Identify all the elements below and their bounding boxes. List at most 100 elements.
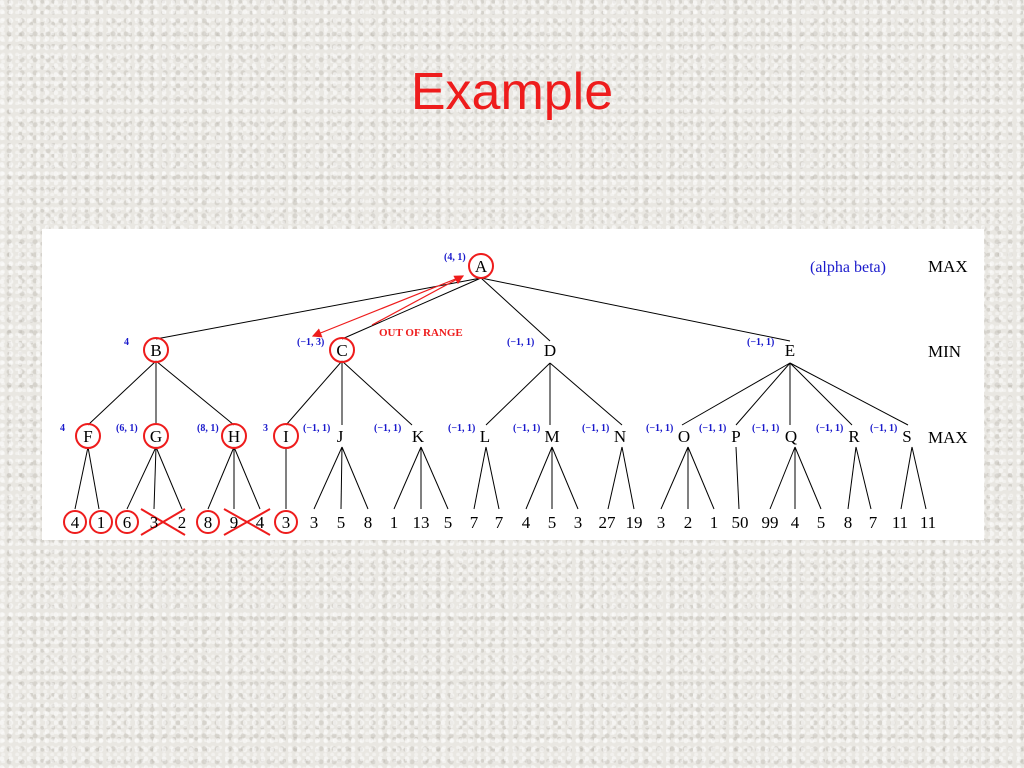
ab-b: 4 bbox=[124, 337, 129, 348]
node-j: J bbox=[337, 427, 344, 446]
edge-d-n bbox=[549, 362, 623, 426]
node-l: L bbox=[480, 427, 490, 446]
leaf-value: 19 bbox=[626, 513, 643, 532]
leaf-value: 4 bbox=[256, 513, 265, 532]
leaf-value: 4 bbox=[791, 513, 800, 532]
node-k: K bbox=[412, 427, 425, 446]
legend-alpha-beta: (alpha beta) bbox=[810, 259, 886, 276]
node-s: S bbox=[902, 427, 911, 446]
leaf-value: 5 bbox=[337, 513, 346, 532]
edge-d-l bbox=[485, 362, 551, 426]
leaf-value: 8 bbox=[844, 513, 853, 532]
edge-b-f bbox=[87, 360, 157, 426]
ab-m: (−1, 1) bbox=[513, 423, 540, 434]
leaf-value: 2 bbox=[684, 513, 693, 532]
ab-s: (−1, 1) bbox=[870, 423, 897, 434]
leaf-value: 7 bbox=[869, 513, 878, 532]
edge-c-k bbox=[341, 360, 413, 426]
ab-o: (−1, 1) bbox=[646, 423, 673, 434]
leaf-values: 4 1 6 3 2 8 9 4 3 3 5 8 1 13 5 7 7 4 5 3… bbox=[71, 513, 936, 532]
ab-n: (−1, 1) bbox=[582, 423, 609, 434]
leaf-value: 4 bbox=[71, 513, 80, 532]
node-e: E bbox=[785, 341, 795, 360]
pruned-cross-g bbox=[140, 508, 186, 536]
node-o: O bbox=[678, 427, 690, 446]
leaf-value: 4 bbox=[522, 513, 531, 532]
leaf-value: 27 bbox=[599, 513, 617, 532]
edge-e-s bbox=[789, 362, 909, 426]
ab-a: (4, 1) bbox=[444, 252, 466, 263]
node-r: R bbox=[848, 427, 860, 446]
explored-node-rings bbox=[63, 253, 494, 534]
ab-r: (−1, 1) bbox=[816, 423, 843, 434]
ab-h: (8, 1) bbox=[197, 423, 219, 434]
leaf-value: 50 bbox=[732, 513, 749, 532]
edge-a-e bbox=[480, 277, 791, 342]
leaf-value: 11 bbox=[892, 513, 908, 532]
leaf-value: 3 bbox=[310, 513, 319, 532]
leaf-value: 11 bbox=[920, 513, 936, 532]
ab-g: (6, 1) bbox=[116, 423, 138, 434]
leaf-value: 6 bbox=[123, 513, 132, 532]
ab-l: (−1, 1) bbox=[448, 423, 475, 434]
edge-a-d bbox=[480, 277, 551, 342]
leaf-value: 3 bbox=[150, 513, 159, 532]
ab-q: (−1, 1) bbox=[752, 423, 779, 434]
level-label-lower: MAX bbox=[928, 428, 968, 447]
node-g: G bbox=[150, 427, 162, 446]
leaf-value: 2 bbox=[178, 513, 187, 532]
node-q: Q bbox=[785, 427, 797, 446]
leaf-value: 7 bbox=[470, 513, 479, 532]
game-tree-diagram: OUT OF RANGE A B C D E F G H I J K L bbox=[60, 252, 968, 536]
ab-k: (−1, 1) bbox=[374, 423, 401, 434]
pruned-cross-h bbox=[223, 508, 271, 536]
leaf-value: 7 bbox=[495, 513, 504, 532]
edge-e-p bbox=[735, 362, 791, 426]
node-h: H bbox=[228, 427, 240, 446]
ab-i: 3 bbox=[263, 423, 268, 434]
tree-nodes: A B C D E F G H I J K L M N O P Q R S bbox=[83, 257, 911, 446]
node-b: B bbox=[150, 341, 161, 360]
leaf-value: 1 bbox=[97, 513, 106, 532]
edge-e-o bbox=[681, 362, 791, 426]
level-label-root: MAX bbox=[928, 257, 968, 276]
ab-c: (−1, 3) bbox=[297, 337, 324, 348]
leaf-value: 13 bbox=[413, 513, 430, 532]
node-p: P bbox=[731, 427, 740, 446]
tree-edges bbox=[74, 277, 927, 510]
leaf-value: 1 bbox=[390, 513, 399, 532]
ab-e: (−1, 1) bbox=[747, 337, 774, 348]
ab-d: (−1, 1) bbox=[507, 337, 534, 348]
leaf-value: 3 bbox=[574, 513, 583, 532]
leaf-value: 5 bbox=[548, 513, 557, 532]
leaf-value: 5 bbox=[444, 513, 453, 532]
alpha-beta-labels: (4, 1) 4 (−1, 3) (−1, 1) (−1, 1) 4 (6, 1… bbox=[60, 252, 897, 434]
out-of-range-arrow bbox=[371, 275, 465, 326]
node-f: F bbox=[83, 427, 92, 446]
ab-p: (−1, 1) bbox=[699, 423, 726, 434]
leaf-value: 5 bbox=[817, 513, 826, 532]
leaf-value: 1 bbox=[710, 513, 719, 532]
node-c: C bbox=[336, 341, 347, 360]
edge-a-b bbox=[155, 277, 482, 340]
edge-a-c bbox=[341, 277, 482, 340]
leaf-value: 9 bbox=[230, 513, 239, 532]
node-d: D bbox=[544, 341, 556, 360]
level-label-mid: MIN bbox=[928, 342, 961, 361]
node-i: I bbox=[283, 427, 289, 446]
edge-c-i bbox=[285, 360, 343, 426]
node-a: A bbox=[475, 257, 488, 276]
leaf-value: 8 bbox=[364, 513, 373, 532]
ab-f: 4 bbox=[60, 423, 65, 434]
node-m: M bbox=[544, 427, 559, 446]
node-n: N bbox=[614, 427, 626, 446]
ab-j: (−1, 1) bbox=[303, 423, 330, 434]
leaf-value: 8 bbox=[204, 513, 213, 532]
leaf-value: 99 bbox=[762, 513, 779, 532]
edge-e-r bbox=[789, 362, 853, 426]
slide-title: Example bbox=[410, 63, 614, 121]
edge-b-h bbox=[155, 360, 235, 426]
out-of-range-label: OUT OF RANGE bbox=[379, 327, 463, 339]
game-tree-panel: OUT OF RANGE A B C D E F G H I J K L bbox=[42, 229, 984, 540]
leaf-value: 3 bbox=[282, 513, 291, 532]
